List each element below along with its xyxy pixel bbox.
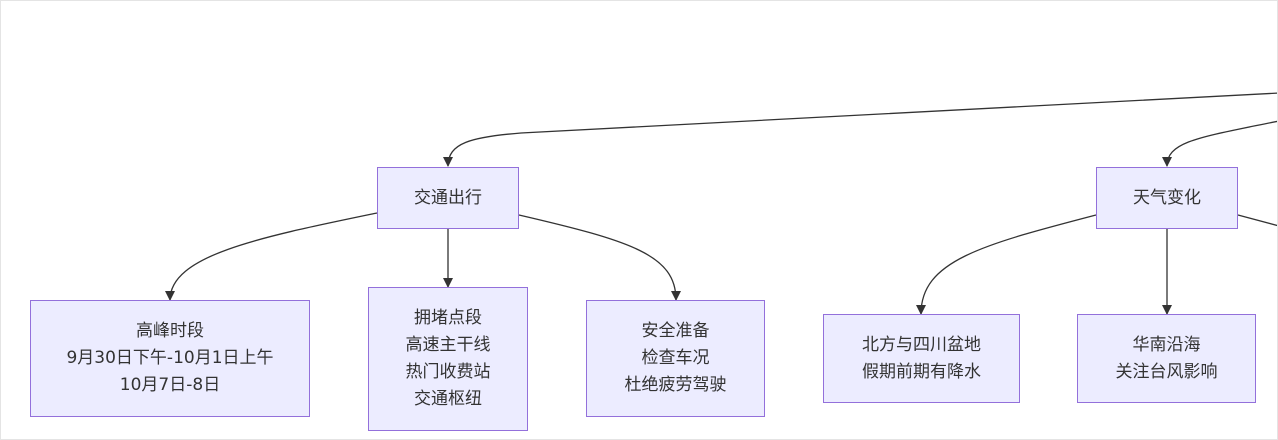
node-text: 高速主干线 xyxy=(405,335,491,355)
node-south-typhoon: 华南沿海 关注台风影响 xyxy=(1077,314,1256,403)
node-text: 高峰时段 xyxy=(136,321,204,341)
node-text: 交通枢纽 xyxy=(414,389,482,409)
edge-root-traffic xyxy=(443,92,1277,167)
node-peak-hours: 高峰时段 9月30日下午-10月1日上午 10月7日-8日 xyxy=(30,300,310,417)
edge-weather-north xyxy=(916,214,1097,315)
node-text: 热门收费站 xyxy=(405,362,491,382)
node-text: 检查车况 xyxy=(641,348,710,368)
node-text: 杜绝疲劳驾驶 xyxy=(624,375,727,395)
node-traffic: 交通出行 xyxy=(377,167,519,229)
node-weather: 天气变化 xyxy=(1096,167,1238,229)
node-text: 拥堵点段 xyxy=(414,308,482,328)
node-text: 天气变化 xyxy=(1133,187,1201,208)
node-text: 安全准备 xyxy=(641,321,710,341)
node-text: 9月30日下午-10月1日上午 xyxy=(66,348,274,368)
node-safety: 安全准备 检查车况 杜绝疲劳驾驶 xyxy=(586,300,765,417)
node-text: 华南沿海 xyxy=(1132,334,1201,355)
node-text: 假期前期有降水 xyxy=(862,361,981,382)
edge-traffic-safety xyxy=(518,214,681,301)
node-north-rain: 北方与四川盆地 假期前期有降水 xyxy=(823,314,1020,403)
node-text: 10月7日-8日 xyxy=(119,375,221,395)
edge-root-weather xyxy=(1162,120,1277,167)
edge-weather-next xyxy=(1237,214,1277,227)
node-text: 交通出行 xyxy=(414,187,482,208)
node-text: 北方与四川盆地 xyxy=(862,334,981,355)
edge-traffic-peak xyxy=(165,212,378,301)
node-text: 关注台风影响 xyxy=(1115,361,1218,382)
node-congestion: 拥堵点段 高速主干线 热门收费站 交通枢纽 xyxy=(368,287,528,431)
